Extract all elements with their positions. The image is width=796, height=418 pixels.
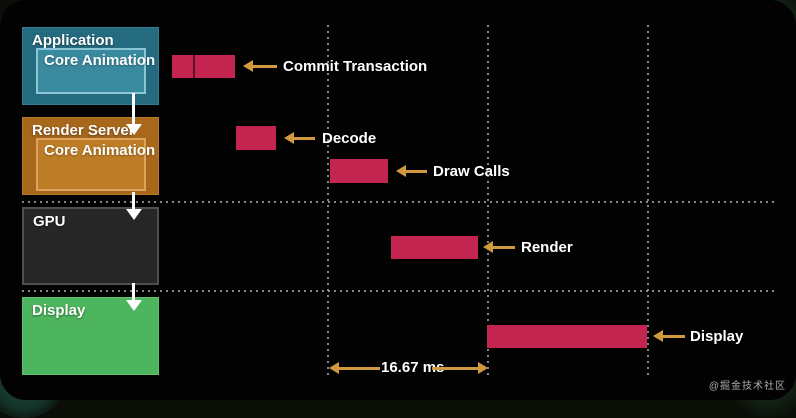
left-arrow-head [653, 330, 663, 342]
event-bar-draw-calls [330, 159, 388, 183]
stage-label: Render Server [32, 122, 135, 139]
event-label-render: Render [521, 239, 573, 256]
left-arrow-line [492, 246, 515, 249]
event-label-display: Display [690, 328, 744, 345]
stage-label: Application [32, 32, 114, 49]
double-arrow-line [432, 367, 478, 370]
core-animation-box: Core Animation [36, 138, 155, 191]
down-arrow-icon [132, 93, 135, 125]
left-arrow-line [293, 137, 315, 140]
event-bar-commit-transaction [172, 55, 235, 78]
double-arrow-line [338, 367, 380, 370]
bar-segment-divider [193, 55, 195, 78]
stage-gpu: GPU [22, 207, 159, 285]
down-arrow-icon [126, 300, 142, 311]
pipeline-diagram-canvas: Application Core Animation Render Server… [0, 0, 796, 400]
double-arrow-icon [329, 362, 339, 374]
stage-render-server: Render Server Core Animation [22, 117, 159, 195]
stage-label: GPU [33, 213, 66, 230]
core-animation-label: Core Animation [44, 142, 156, 159]
event-bar-display [487, 325, 647, 348]
left-arrow-head [284, 132, 294, 144]
watermark: @掘金技术社区 [708, 381, 786, 392]
left-arrow-head [483, 241, 493, 253]
left-arrow-head [396, 165, 406, 177]
down-arrow-icon [126, 124, 142, 135]
double-arrow-icon [478, 362, 488, 374]
left-arrow-line [252, 65, 277, 68]
row-divider-line [22, 201, 778, 203]
row-divider-line [22, 290, 778, 292]
core-animation-box: Core Animation [36, 48, 155, 94]
core-animation-label: Core Animation [44, 52, 156, 69]
event-label-decode: Decode [322, 130, 377, 147]
event-bar-decode [236, 126, 276, 150]
left-arrow-head [243, 60, 253, 72]
down-arrow-icon [126, 209, 142, 220]
down-arrow-icon [132, 283, 135, 301]
frame-interval-label: 16.67 ms [381, 359, 445, 376]
stage-application: Application Core Animation [22, 27, 159, 105]
left-arrow-line [405, 170, 427, 173]
event-bar-render [391, 236, 478, 259]
left-arrow-line [662, 335, 685, 338]
event-label-draw-calls: Draw Calls [433, 163, 510, 180]
stage-label: Display [32, 302, 86, 319]
event-label-commit-transaction: Commit Transaction [283, 58, 428, 75]
down-arrow-icon [132, 192, 135, 210]
